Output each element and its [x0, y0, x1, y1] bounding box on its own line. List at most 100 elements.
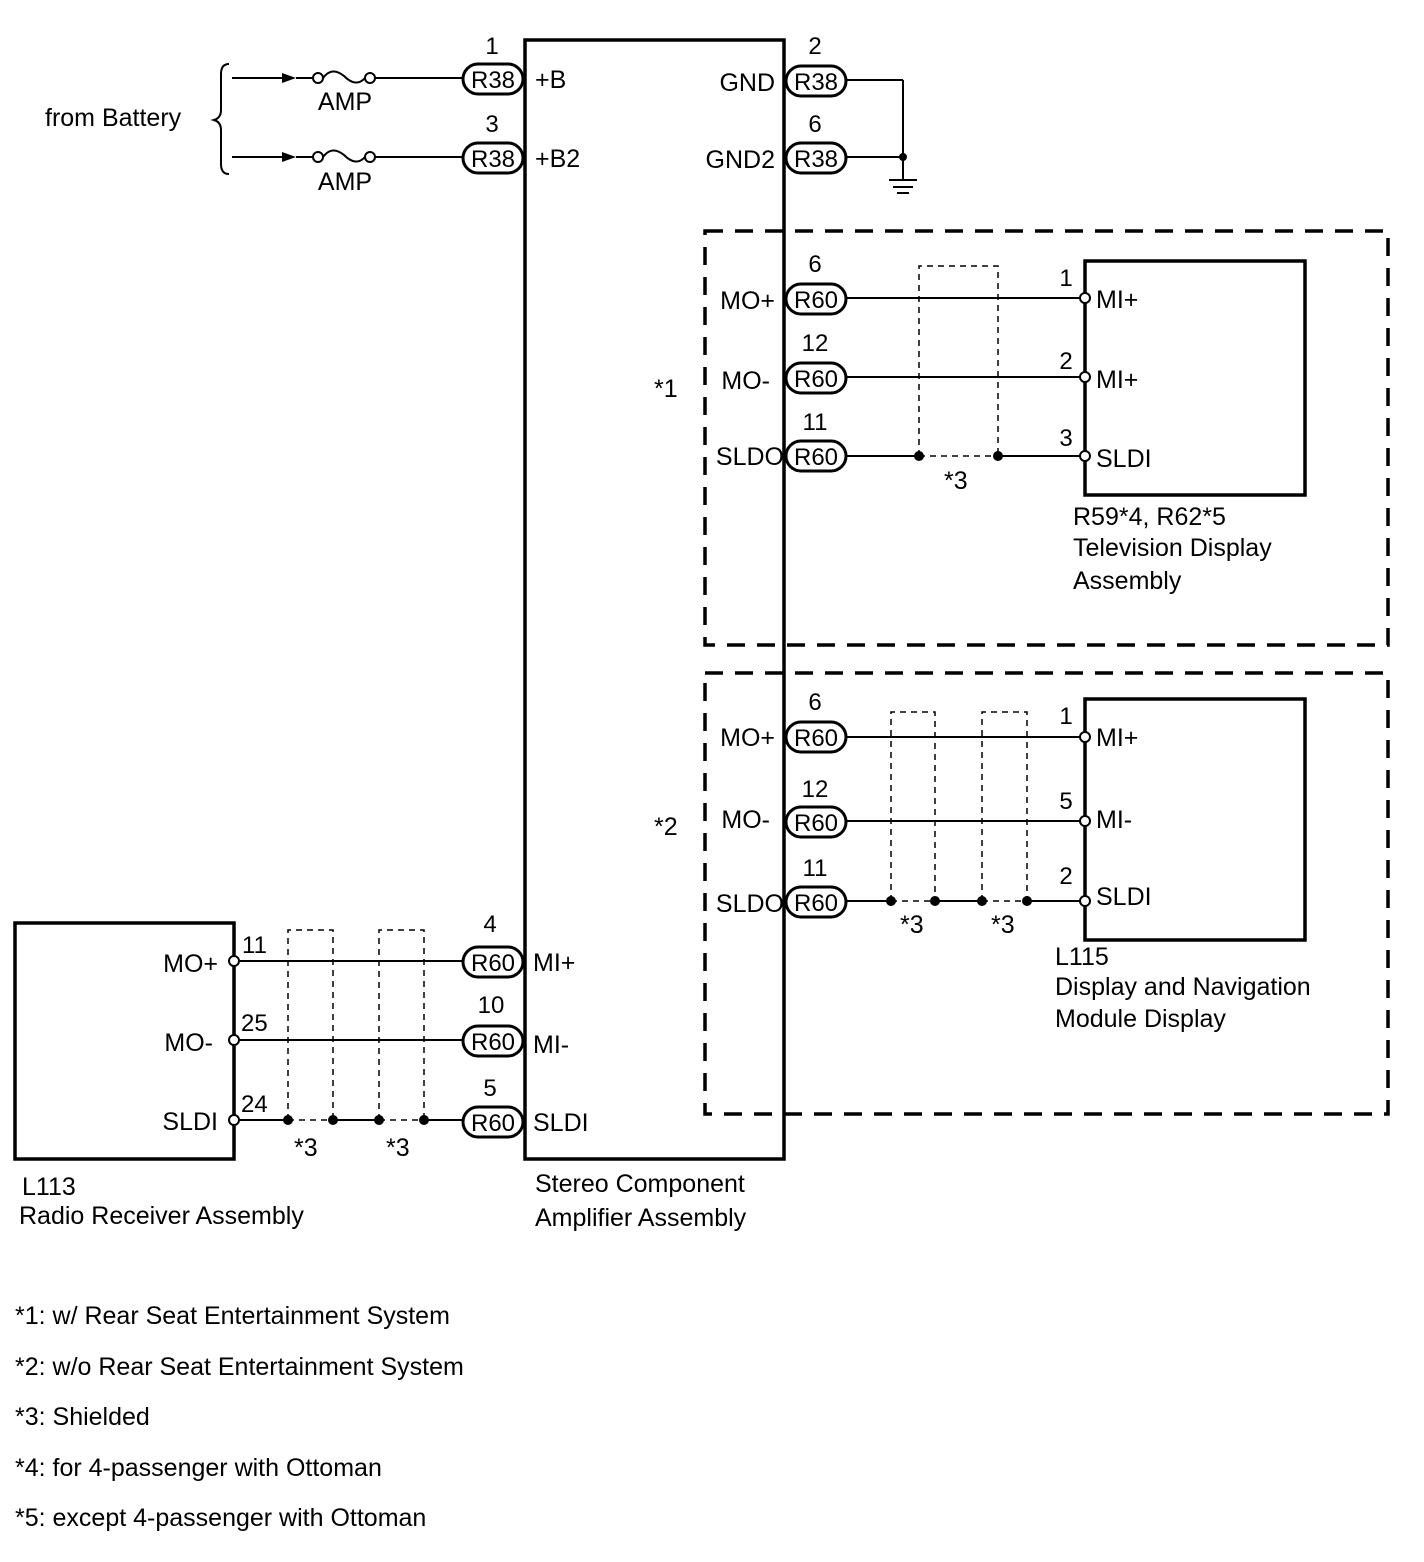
- pin-number: 11: [242, 932, 267, 959]
- fuse-icon: [322, 70, 366, 84]
- shield: *3: [374, 929, 429, 1162]
- terminal-name: MO+: [720, 287, 775, 315]
- shield-tag: *3: [900, 911, 924, 939]
- device-code: L115: [1055, 943, 1109, 971]
- pin-number: 5: [483, 1075, 496, 1102]
- connector-label: R60: [471, 950, 515, 977]
- amplifier: Stereo Component Amplifier Assembly 1 R3…: [461, 33, 917, 1232]
- pin-number: 1: [1059, 265, 1072, 292]
- connector-label: R60: [794, 890, 838, 917]
- group-1-boundary: [703, 229, 1390, 647]
- terminal-name: GND2: [706, 146, 775, 174]
- arrow-icon: [282, 73, 296, 83]
- fuse-icon: [322, 149, 366, 163]
- pin-number: 1: [485, 33, 498, 60]
- connector-label: R38: [471, 146, 515, 173]
- shield-tag: *3: [991, 911, 1015, 939]
- fuse-b2-label: AMP: [318, 168, 372, 196]
- footnote: *1: w/ Rear Seat Entertainment System: [15, 1302, 450, 1330]
- arrow-icon: [282, 152, 296, 162]
- pin-number: 6: [808, 111, 821, 138]
- footnote: *4: for 4-passenger with Ottoman: [15, 1454, 382, 1482]
- connector-pill: [461, 62, 525, 96]
- connector-label: R60: [471, 1110, 515, 1137]
- shield: *3: [886, 711, 940, 939]
- pin-number: 2: [1059, 348, 1072, 375]
- connector-label: R38: [794, 146, 838, 173]
- amplifier-name-line1: Stereo Component: [535, 1170, 745, 1198]
- terminal-name: MI+: [1096, 724, 1138, 752]
- battery-label: from Battery: [45, 104, 182, 132]
- device-name-line2: Module Display: [1055, 1005, 1226, 1033]
- pin-number: 11: [803, 409, 828, 436]
- connector-pill: [461, 141, 525, 175]
- pin-number: 6: [808, 251, 821, 278]
- footnote: *2: w/o Rear Seat Entertainment System: [15, 1353, 464, 1381]
- terminal-name: MO-: [164, 1029, 213, 1057]
- terminal-name: MI-: [533, 1031, 569, 1059]
- connector-label: R60: [794, 810, 838, 837]
- terminal-name: MO-: [721, 367, 770, 395]
- pin-number: 3: [485, 111, 498, 138]
- pin-number: 11: [803, 855, 828, 882]
- terminal-name: SLDO: [716, 443, 784, 471]
- terminal-name: SLDI: [533, 1109, 589, 1137]
- fuse-b-circuit: AMP: [232, 70, 464, 116]
- group-1: *1 6 R60 MO+ 12 R60 MO- 11 R60 SLDO *3: [654, 229, 1390, 647]
- group-2: *2 6 R60 MO+ 12 R60 MO- 11 R60 SLDO *3: [654, 671, 1390, 1116]
- terminal-name: MO-: [721, 806, 770, 834]
- fuse-b2-circuit: AMP: [232, 149, 464, 196]
- ground-circuit: [846, 79, 917, 194]
- shield-tag: *3: [294, 1134, 318, 1162]
- battery-brace: [210, 63, 230, 175]
- pin-number: 24: [241, 1091, 268, 1118]
- connector-label: R38: [471, 67, 515, 94]
- connector-pill: [461, 1105, 525, 1139]
- battery-inputs: from Battery AMP AMP: [45, 63, 464, 196]
- group-2-tag: *2: [654, 813, 678, 841]
- terminal-name: SLDI: [1096, 445, 1152, 473]
- radio-receiver: MO+ MO- SLDI 11 25 24 *3 *3 L113 Radio R…: [13, 921, 463, 1230]
- device-name-line1: Television Display: [1073, 534, 1272, 562]
- pin-number: 10: [478, 992, 505, 1019]
- pin-number: 6: [808, 689, 821, 716]
- footnote: *5: except 4-passenger with Ottoman: [15, 1504, 426, 1532]
- device-name-line2: Assembly: [1073, 567, 1182, 595]
- terminal-name: SLDO: [716, 890, 784, 918]
- connector-label: R60: [471, 1029, 515, 1056]
- connector-label: R60: [794, 366, 838, 393]
- pin-number: 25: [241, 1010, 268, 1037]
- device-code: L113: [22, 1173, 76, 1201]
- terminal-name: MI+: [1096, 286, 1138, 314]
- amplifier-name-line2: Amplifier Assembly: [535, 1204, 747, 1232]
- shield-tag: *3: [944, 467, 968, 495]
- footnotes: *1: w/ Rear Seat Entertainment System *2…: [15, 1302, 464, 1532]
- terminal-name: MO+: [720, 724, 775, 752]
- amplifier-box: [523, 38, 786, 1161]
- terminal-name: +B2: [535, 145, 580, 173]
- terminal-name: MI-: [1096, 806, 1132, 834]
- terminal-name: SLDI: [162, 1108, 218, 1136]
- group-2-boundary: [703, 671, 1390, 1116]
- pin-number: 12: [802, 776, 829, 803]
- ground-icon: [889, 179, 917, 194]
- group-1-tag: *1: [654, 375, 678, 403]
- fuse-b-label: AMP: [318, 88, 372, 116]
- shield: *3: [283, 929, 338, 1162]
- terminal-name: GND: [719, 69, 775, 97]
- connector-label: R38: [794, 69, 838, 96]
- device-code: R59*4, R62*5: [1073, 503, 1226, 531]
- terminal-name: MI+: [1096, 366, 1138, 394]
- device-name-line1: Display and Navigation: [1055, 973, 1311, 1001]
- connector-label: R60: [794, 287, 838, 314]
- terminal-name: SLDI: [1096, 883, 1152, 911]
- pin-number: 5: [1059, 788, 1072, 815]
- connector-label: R60: [794, 725, 838, 752]
- pin-number: 2: [808, 33, 821, 60]
- connector-label: R60: [794, 444, 838, 471]
- shield: *3: [914, 265, 1003, 495]
- terminal-name: MI+: [533, 949, 575, 977]
- shield: *3: [977, 711, 1032, 939]
- pin-number: 12: [802, 330, 829, 357]
